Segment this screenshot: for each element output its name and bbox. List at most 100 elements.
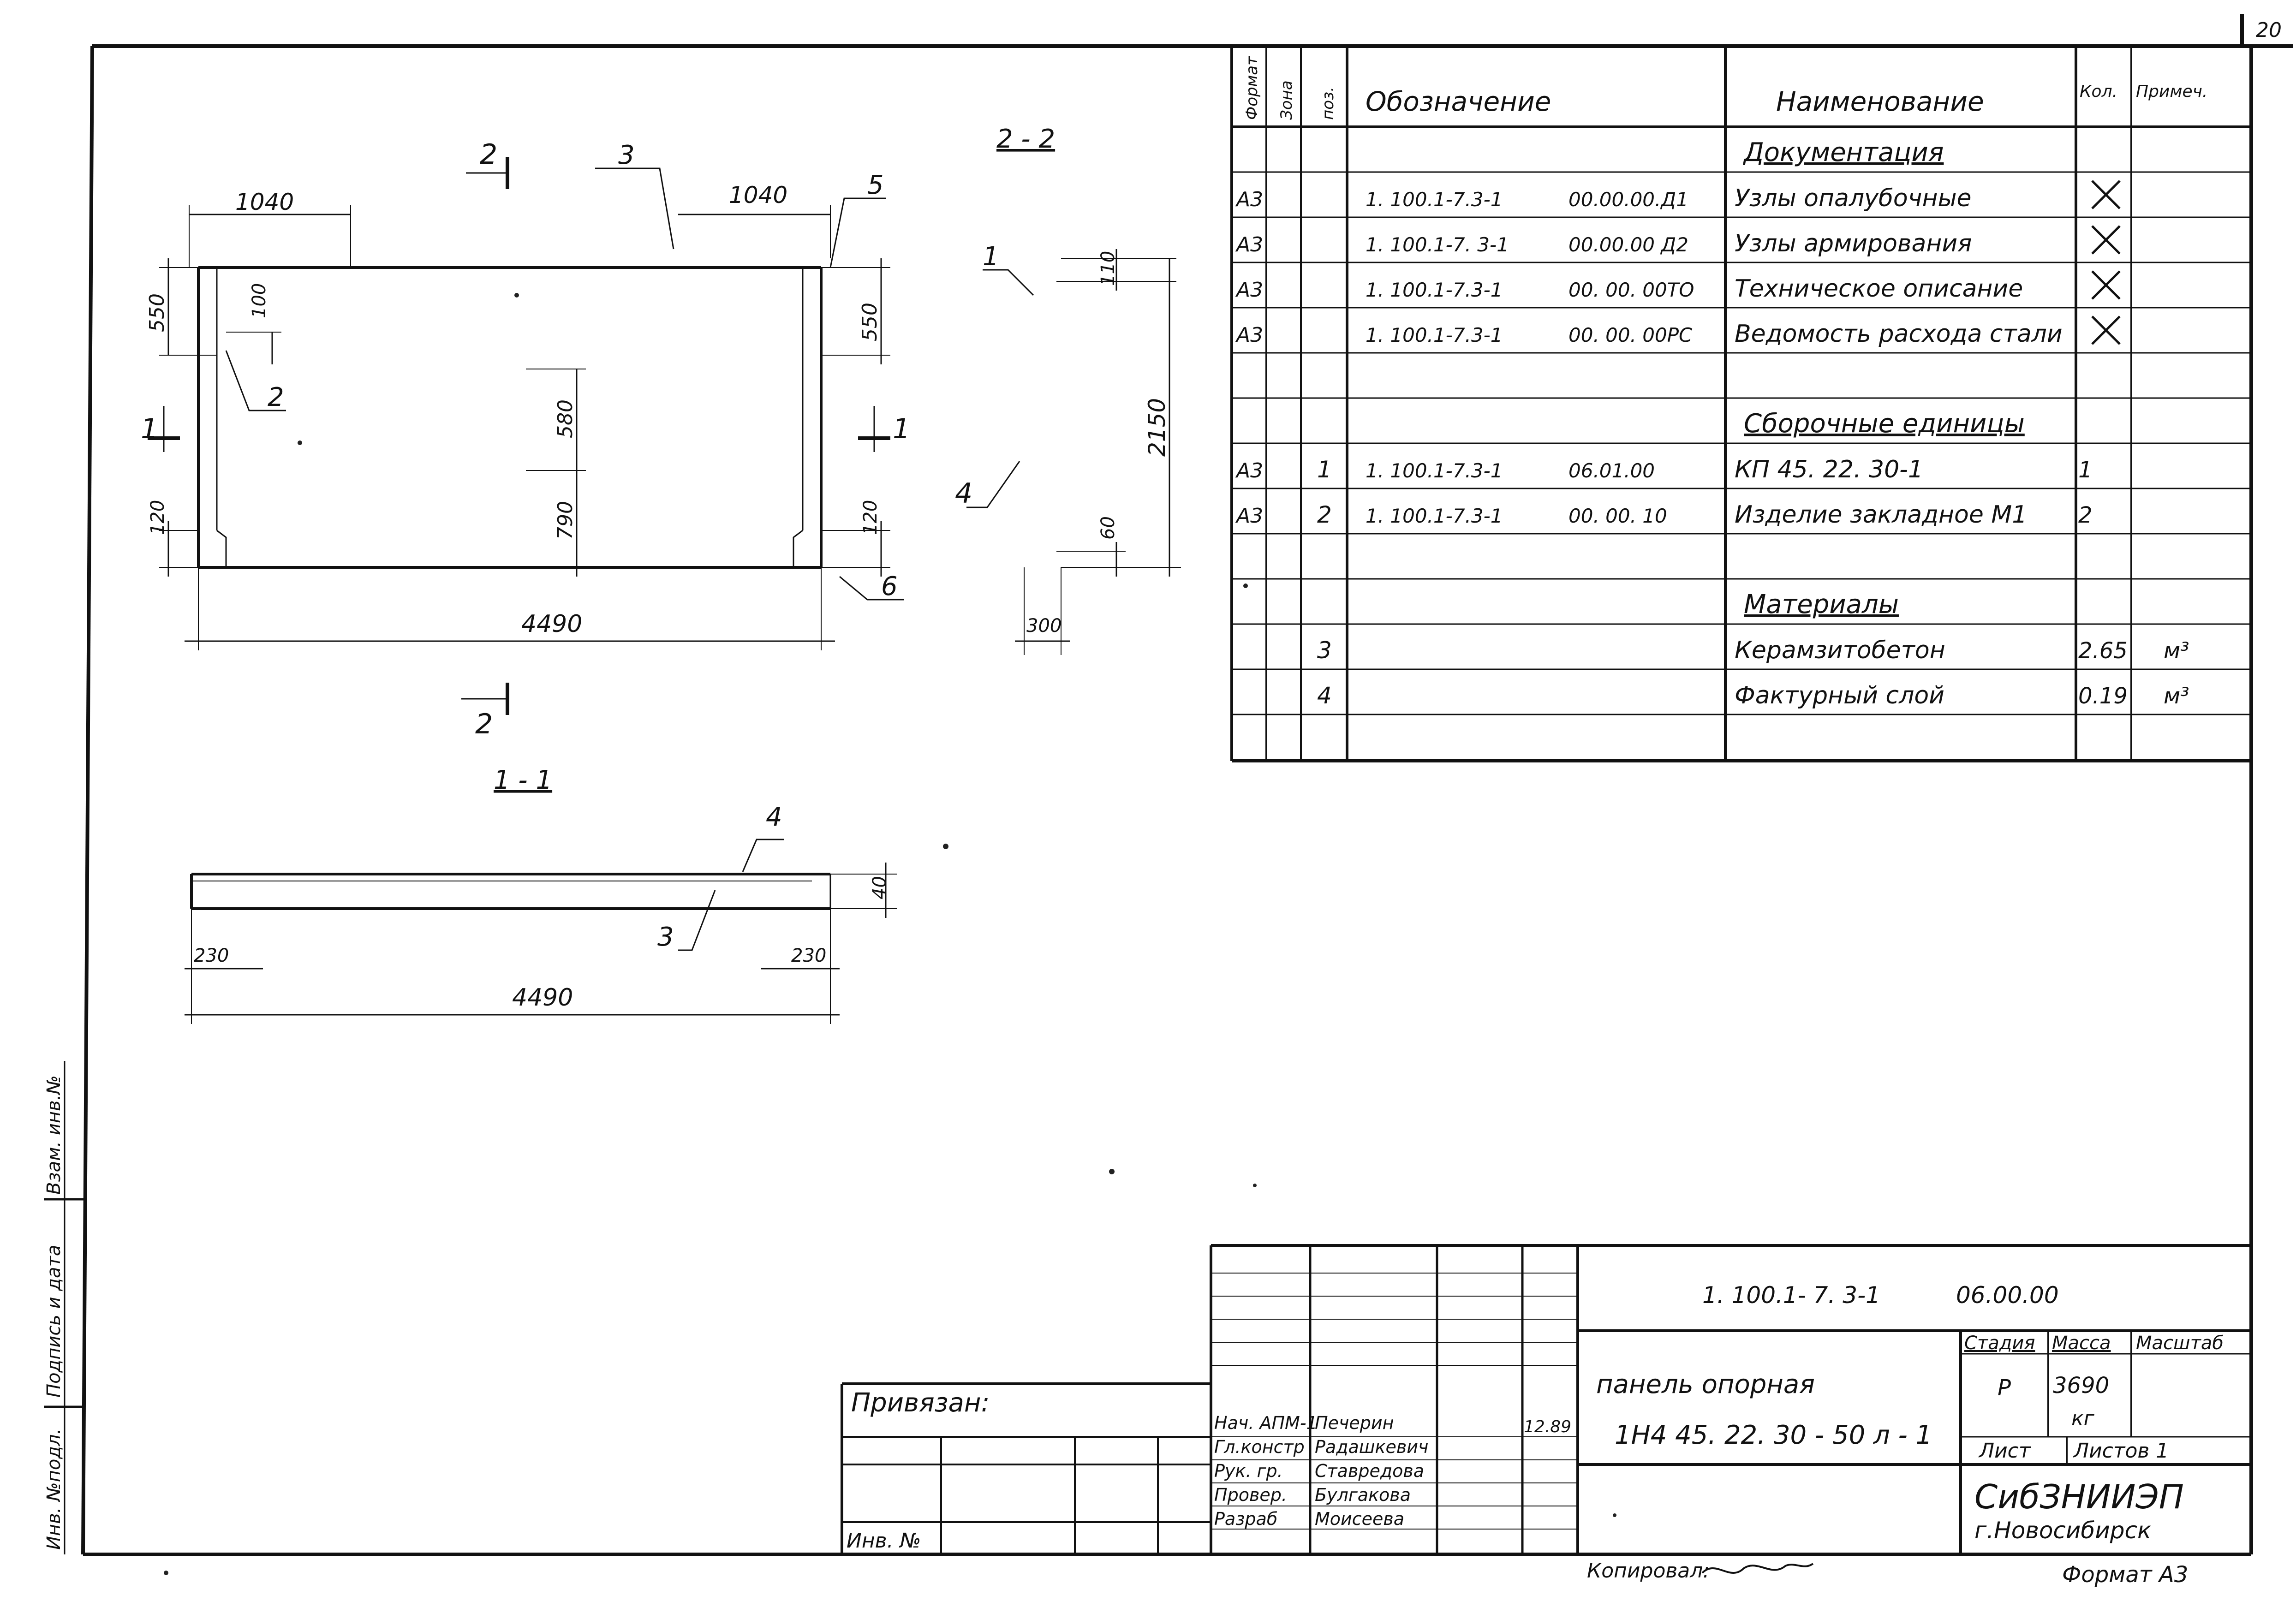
title-role: Гл.констр bbox=[1214, 1437, 1305, 1457]
plan-dim-100: 100 bbox=[249, 283, 270, 318]
side-stamp-inv-orig: Инв. №подл. bbox=[43, 1429, 65, 1550]
side-stamp-sign-date: Подпись и дата bbox=[43, 1245, 65, 1398]
plan-callout-1-left: 1 bbox=[141, 413, 158, 445]
spec-table-grid bbox=[1230, 46, 2251, 762]
section-2-2-callout-4: 4 bbox=[955, 477, 972, 510]
title-name: Булгакова bbox=[1315, 1485, 1411, 1505]
spec-cell-code: 1. 100.1-7.3-1 bbox=[1366, 505, 1503, 527]
side-stamp bbox=[44, 1061, 85, 1554]
title-mass-unit: кг bbox=[2071, 1407, 2095, 1430]
spec-cell-note: м³ bbox=[2164, 638, 2189, 664]
title-org-city: г.Новосибирск bbox=[1974, 1517, 2151, 1544]
plan-callout-1-right: 1 bbox=[893, 413, 910, 445]
copier-signature bbox=[1701, 1563, 1814, 1574]
plan-callout-5: 5 bbox=[867, 170, 884, 200]
section-1-1-dim-230-left: 230 bbox=[194, 945, 229, 966]
title-role: Нач. АПМ-1 bbox=[1214, 1413, 1318, 1433]
title-inv-no: Инв. № bbox=[847, 1529, 921, 1553]
spec-cell-code: 1. 100.1-7.3-1 bbox=[1366, 188, 1503, 211]
spec-cell-num: 00. 00. 00РС bbox=[1568, 324, 1693, 346]
spec-cell-name: Ведомость расхода стали bbox=[1735, 320, 2063, 348]
title-name: Ставредова bbox=[1315, 1461, 1424, 1481]
plan-callout-2-pos: 2 bbox=[268, 382, 284, 412]
spec-cell-name: Фактурный слой bbox=[1735, 682, 1944, 709]
sheet-number: 20 bbox=[2256, 18, 2282, 42]
spec-header-name: Наименование bbox=[1776, 86, 1984, 117]
spec-cell-num: 06.01.00 bbox=[1568, 459, 1655, 482]
cross-mark-icon bbox=[2091, 180, 2121, 209]
spec-cell-name: Техническое описание bbox=[1735, 275, 2023, 303]
plan-callout-2-bottom: 2 bbox=[475, 708, 493, 740]
section-1-1-dim-230-right: 230 bbox=[791, 945, 826, 966]
section-1-1-dim-40: 40 bbox=[869, 876, 890, 899]
plan-dim-1040-right: 1040 bbox=[729, 182, 787, 208]
footer-format: Формат А3 bbox=[2062, 1562, 2188, 1588]
spec-cell-code: 1. 100.1-7. 3-1 bbox=[1366, 233, 1509, 256]
plan-dim-790: 790 bbox=[554, 501, 577, 540]
title-role: Рук. гр. bbox=[1214, 1461, 1283, 1481]
spec-section-heading: Материалы bbox=[1744, 589, 1899, 619]
title-mass-label: Масса bbox=[2052, 1333, 2111, 1354]
spec-section-heading: Документация bbox=[1742, 137, 1944, 167]
title-doc-num: 06.00.00 bbox=[1956, 1282, 2059, 1309]
spec-cell-qty: 1 bbox=[2078, 457, 2093, 483]
title-role: Провер. bbox=[1214, 1485, 1287, 1505]
section-2-2-dim-300: 300 bbox=[1026, 615, 1062, 637]
section-2-2-dim-60: 60 bbox=[1097, 516, 1119, 540]
section-2-2 bbox=[966, 249, 1181, 655]
plan-dim-1040-left: 1040 bbox=[235, 189, 294, 215]
spec-cell-name: КП 45. 22. 30-1 bbox=[1735, 456, 1923, 483]
spec-section-heading: Сборочные единицы bbox=[1744, 409, 2025, 439]
plan-dim-120-right: 120 bbox=[860, 500, 881, 535]
section-2-2-callout-1: 1 bbox=[983, 242, 999, 272]
spec-cell-num: 00.00.00 Д2 bbox=[1568, 233, 1688, 256]
footer-copied: Копировал: bbox=[1587, 1559, 1710, 1583]
spec-header-pos: поз. bbox=[1319, 87, 1337, 120]
section-2-2-dim-110: 110 bbox=[1097, 251, 1119, 286]
spec-cell-pos: 1 bbox=[1317, 456, 1332, 483]
plan-dim-580: 580 bbox=[554, 399, 577, 438]
title-privyazan: Привязан: bbox=[851, 1388, 990, 1418]
spec-cell-name: Узлы опалубочные bbox=[1735, 185, 1972, 212]
section-1-1 bbox=[185, 839, 897, 1024]
title-scale-label: Масштаб bbox=[2136, 1333, 2224, 1354]
plan-callout-6: 6 bbox=[881, 571, 898, 601]
spec-cell-format: А3 bbox=[1235, 278, 1263, 302]
spec-cell-num: 00. 00. 00ТО bbox=[1568, 279, 1694, 301]
spec-cell-note: м³ bbox=[2164, 683, 2189, 709]
section-1-1-callout-4: 4 bbox=[766, 802, 782, 832]
main-frame bbox=[81, 44, 2293, 1556]
cross-mark-icon bbox=[2091, 225, 2121, 255]
spec-cell-pos: 4 bbox=[1317, 682, 1332, 709]
title-role: Разраб bbox=[1214, 1509, 1277, 1529]
section-1-1-title: 1 - 1 bbox=[494, 765, 552, 795]
title-product-mark: 1Н4 45. 22. 30 - 50 л - 1 bbox=[1615, 1420, 1932, 1450]
section-2-2-dim-2150: 2150 bbox=[1144, 398, 1170, 457]
section-1-1-dim-4490: 4490 bbox=[512, 984, 573, 1012]
title-doc-code: 1. 100.1- 7. 3-1 bbox=[1702, 1282, 1880, 1309]
spec-cell-format: А3 bbox=[1235, 188, 1263, 211]
title-name: Радашкевич bbox=[1315, 1437, 1428, 1457]
spec-cell-format: А3 bbox=[1235, 323, 1263, 347]
spec-cell-pos: 2 bbox=[1317, 501, 1332, 528]
spec-cell-qty: 0.19 bbox=[2078, 683, 2128, 709]
sheet-number-box: 20 bbox=[2240, 14, 2282, 46]
spec-header-zone: Зона bbox=[1277, 80, 1296, 120]
spec-cell-format: А3 bbox=[1235, 233, 1263, 256]
spec-cell-qty: 2 bbox=[2078, 502, 2093, 528]
title-mass-value: 3690 bbox=[2053, 1373, 2109, 1399]
spec-cell-format: А3 bbox=[1235, 504, 1263, 528]
plan-dim-550-right: 550 bbox=[858, 303, 882, 341]
title-name: Моисеева bbox=[1315, 1509, 1404, 1529]
title-sheet-label: Лист bbox=[1978, 1439, 2031, 1463]
spec-cell-code: 1. 100.1-7.3-1 bbox=[1366, 324, 1503, 346]
section-1-1-callout-3: 3 bbox=[657, 922, 674, 952]
plan-callout-3: 3 bbox=[618, 140, 635, 170]
spec-cell-num: 00.00.00.Д1 bbox=[1568, 188, 1688, 211]
section-2-2-title: 2 - 2 bbox=[996, 124, 1055, 154]
title-name: Печерин bbox=[1315, 1413, 1394, 1433]
spec-cell-qty: 2.65 bbox=[2078, 638, 2128, 664]
